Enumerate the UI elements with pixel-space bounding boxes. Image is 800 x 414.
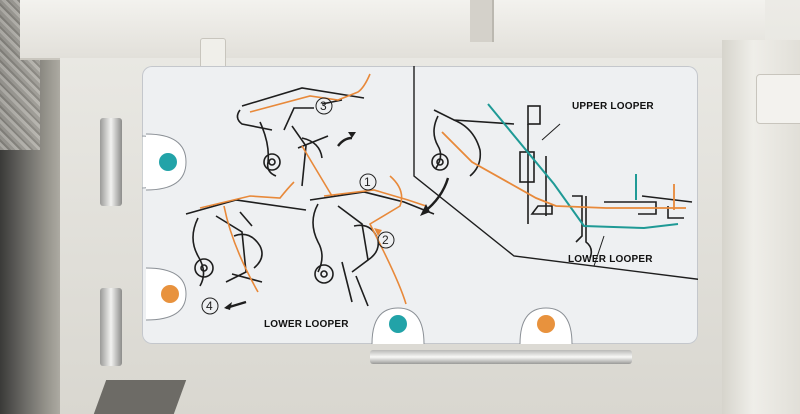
diagram-divider xyxy=(413,66,698,280)
step-number-3: 3 xyxy=(315,97,333,115)
metal-bar xyxy=(370,350,632,364)
upper-looper-label: UPPER LOOPER xyxy=(572,101,654,112)
diagram-looper-detail xyxy=(431,105,693,259)
diagram-step-3 xyxy=(236,87,365,187)
svg-text:2: 2 xyxy=(382,233,389,247)
top-slot xyxy=(470,0,494,42)
hinge-upper xyxy=(100,118,122,206)
lower-looper-label-right: LOWER LOOPER xyxy=(568,254,653,265)
color-dot-left-teal xyxy=(145,133,187,191)
diagram-step-4 xyxy=(185,199,307,287)
lower-looper-label-left: LOWER LOOPER xyxy=(264,319,349,330)
machine-bed-shadow xyxy=(93,380,187,414)
step-number-4: 4 xyxy=(201,297,219,315)
svg-text:3: 3 xyxy=(320,99,327,113)
threading-diagram: 3 1 2 4 xyxy=(142,66,698,344)
diagram-step-1-2 xyxy=(309,191,435,307)
svg-text:1: 1 xyxy=(364,175,371,189)
step-number-1: 1 xyxy=(359,173,377,191)
cover-latch xyxy=(756,74,800,124)
step-number-2: 2 xyxy=(377,231,395,249)
top-cover xyxy=(20,0,765,60)
hinge-lower xyxy=(100,288,122,366)
threading-diagram-card: 3 1 2 4 xyxy=(142,66,698,344)
color-dot-bottom-orange xyxy=(519,307,573,344)
color-dot-left-orange xyxy=(145,267,187,321)
color-dot-bottom-teal xyxy=(371,307,425,344)
svg-text:4: 4 xyxy=(206,299,213,313)
